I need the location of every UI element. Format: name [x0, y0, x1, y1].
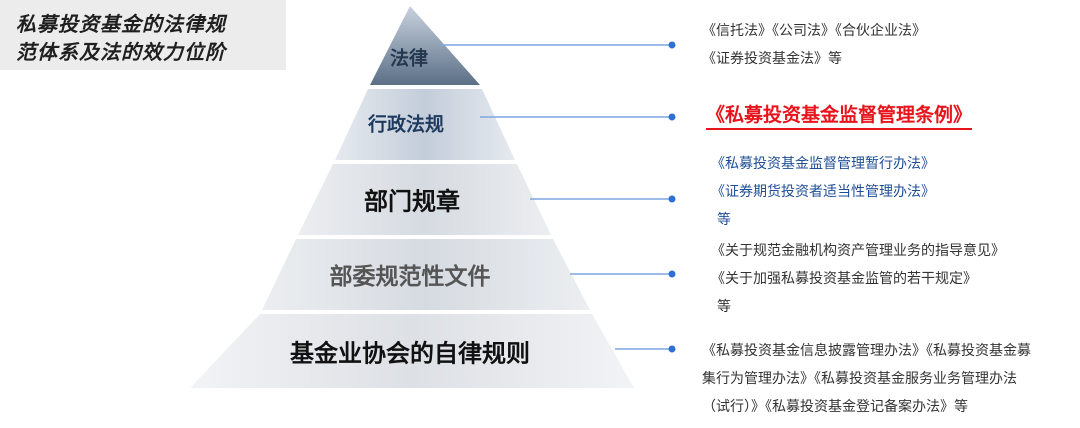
note-line: （试行）》《私募投资基金登记备案办法》等: [702, 399, 968, 415]
note-line: 《证券投资基金法》等: [702, 51, 842, 67]
note-line: 《私募投资基金监督管理暂行办法》: [711, 156, 935, 172]
tier-2-highlight: 《私募投资基金监督管理条例》: [706, 102, 973, 130]
tier-1-shape: [370, 6, 480, 85]
tier-4-shape: [262, 239, 590, 310]
connector-dot-2: [668, 113, 676, 121]
connector-dot-3: [668, 195, 676, 203]
tier-5-shape: [190, 314, 634, 388]
tier-3-label: 部门规章: [364, 187, 460, 216]
note-line: 《证券期货投资者适当性管理办法》: [711, 184, 935, 200]
title-line-2: 范体系及法的效力位阶: [16, 40, 226, 64]
note-line: 《关于加强私募投资基金监管的若干规定》: [711, 271, 977, 287]
tier-2-shape: [335, 89, 515, 160]
note-line: 等: [717, 299, 731, 315]
connector-dot-1: [668, 41, 676, 49]
note-line: 集行为管理办法》《私募投资基金服务业务管理办法: [702, 371, 1017, 387]
note-line: 《私募投资基金信息披露管理办法》《私募投资基金募: [702, 343, 1031, 359]
connector-dot-5: [668, 345, 676, 353]
tier-5-label: 基金业协会的自律规则: [290, 339, 530, 368]
tier-3-shape: [298, 164, 551, 235]
connector-dot-4: [668, 270, 676, 278]
tier-4-notes: 《关于规范金融机构资产管理业务的指导意见》 《关于加强私募投资基金监管的若干规定…: [711, 237, 1005, 321]
note-line: 《信托法》《公司法》《合伙企业法》: [702, 23, 926, 39]
title-line-1: 私募投资基金的法律规: [16, 12, 226, 36]
note-line: 《关于规范金融机构资产管理业务的指导意见》: [711, 243, 1005, 259]
tier-1-label: 法律: [389, 47, 429, 70]
tier-4-label: 部委规范性文件: [329, 264, 491, 290]
tier-1-notes: 《信托法》《公司法》《合伙企业法》 《证券投资基金法》等: [702, 17, 926, 73]
tier-3-notes: 《私募投资基金监督管理暂行办法》 《证券期货投资者适当性管理办法》 等: [711, 150, 935, 234]
note-line: 等: [717, 212, 731, 228]
title-banner: 私募投资基金的法律规 范体系及法的效力位阶: [0, 0, 286, 70]
tier-5-notes: 《私募投资基金信息披露管理办法》《私募投资基金募 集行为管理办法》《私募投资基金…: [702, 337, 1031, 421]
tier-2-label: 行政法规: [367, 113, 445, 136]
